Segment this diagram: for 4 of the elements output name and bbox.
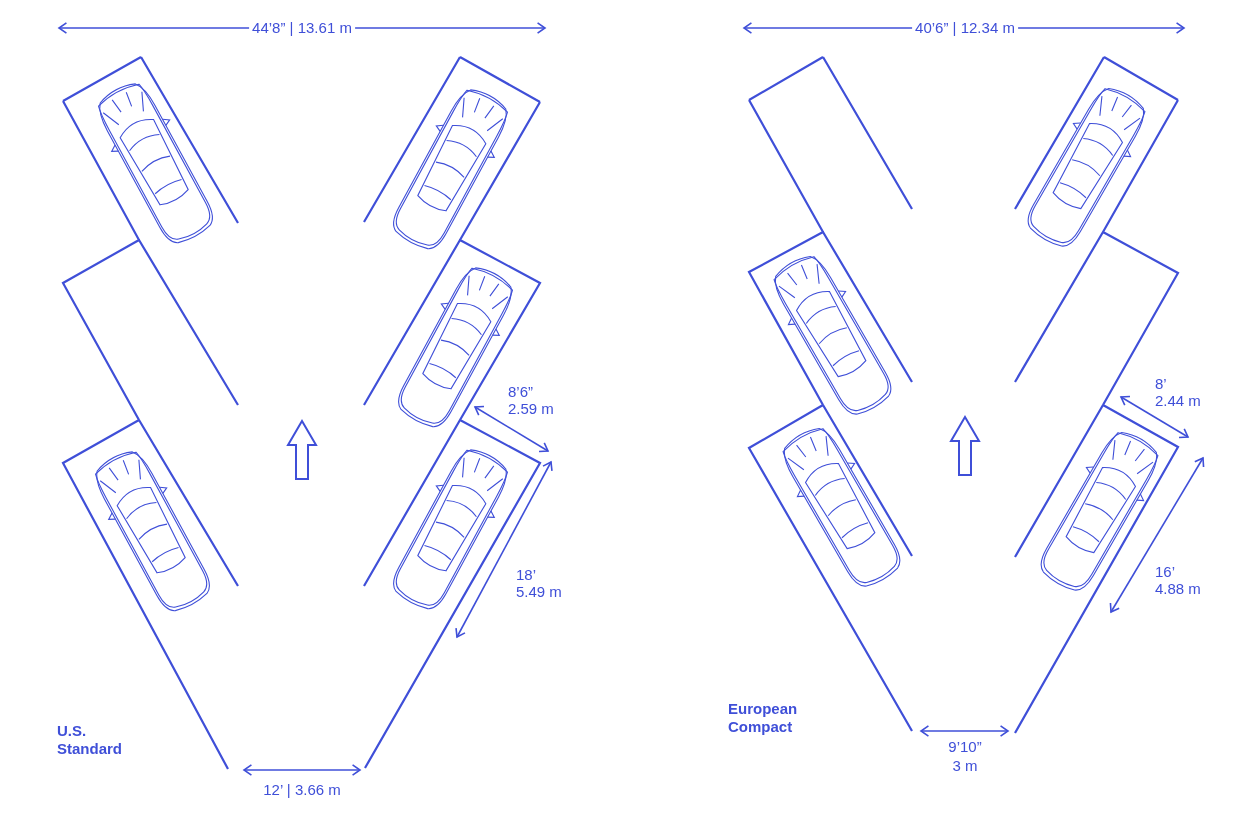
dimension-label: 44’8” | 13.61 m: [249, 19, 355, 37]
panel-title: European Compact: [728, 700, 799, 736]
dimension-label: 40’6” | 12.34 m: [912, 19, 1018, 37]
panel-title: U.S. Standard: [57, 722, 123, 758]
